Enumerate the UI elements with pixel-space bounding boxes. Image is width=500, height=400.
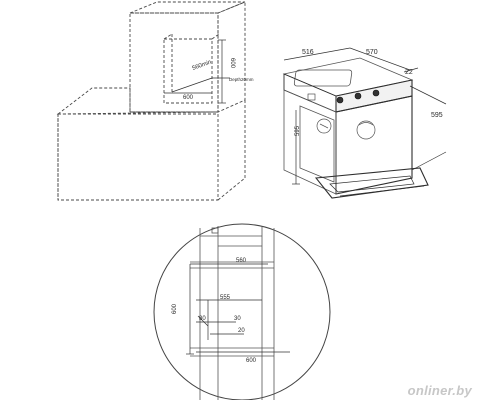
cabinet-dimension-lines [164,39,230,104]
oven-height-label: 595 [431,112,443,119]
oven-dimension-lines [283,47,447,185]
oven-interior [316,118,376,140]
watermark: onliner.by [407,383,472,398]
cabinet-width-label: 600 [183,95,194,101]
oven-panel-label: 595 [295,125,301,136]
oven-knobs [307,89,380,104]
cabinet-height-label: 600 [229,58,235,69]
detail-gap-small-label: 20 [238,328,245,334]
detail-niche-walls [190,226,275,400]
detail-bottom-width-label: 600 [246,358,257,364]
detail-height-label: 600 [172,303,178,314]
detail-gap-mid-label: 30 [234,316,241,322]
oven-width-label: 516 [302,49,314,56]
oven-drawing [282,57,429,199]
cabinet-depth-label: 560min [192,60,213,72]
detail-dimension-lines [186,263,290,355]
detail-top-width-label: 560 [236,258,247,264]
detail-inner-width-label: 555 [220,295,231,301]
cabinet-side-note: Depth20mm [229,77,254,82]
oven-offset-label: 22 [405,69,413,76]
cabinet-drawing [56,1,246,201]
detail-circle [153,223,331,400]
oven-depth-label: 570 [366,49,378,56]
detail-gap-left-label: 80 [199,316,206,322]
